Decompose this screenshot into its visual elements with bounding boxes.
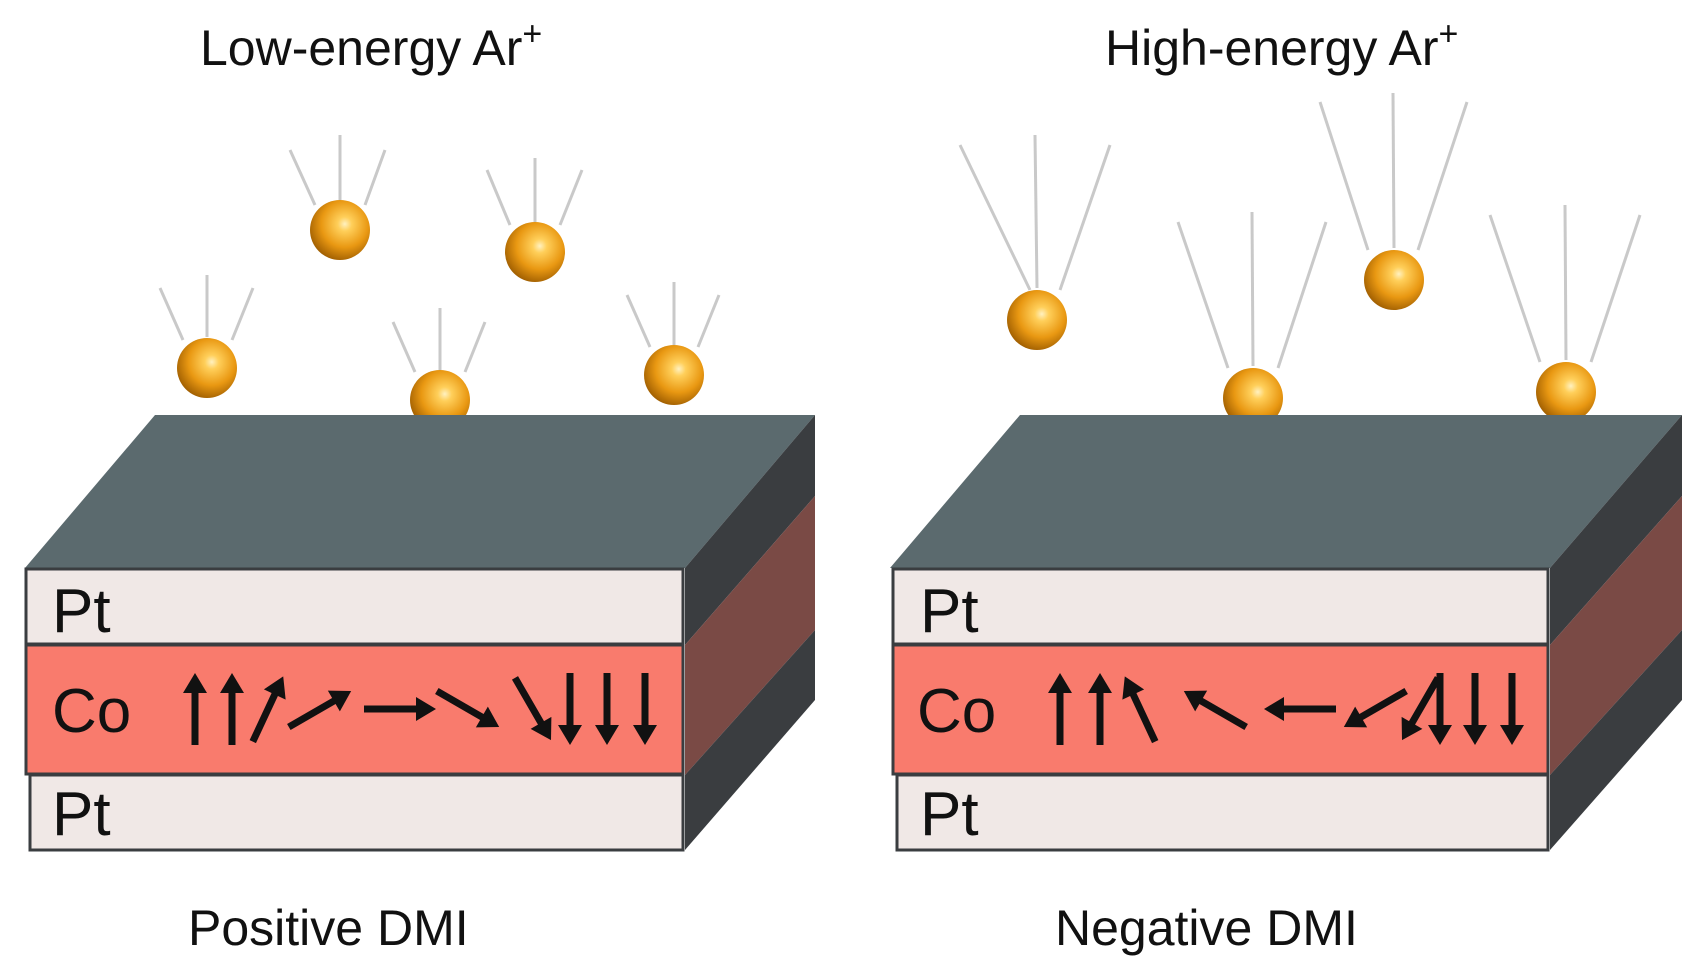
- ion-particle: [391, 308, 487, 430]
- spin-arrow: [633, 673, 657, 745]
- side-face-pt-top: [685, 415, 815, 645]
- side-face-co: [1550, 496, 1682, 775]
- spin-arrow: [364, 697, 436, 721]
- spin-arrow: [183, 673, 207, 745]
- spin-arrow: [249, 676, 286, 744]
- ion-particle: [485, 158, 584, 282]
- pt-bottom-layer: [28, 773, 685, 852]
- panel-caption: Positive DMI: [188, 900, 469, 956]
- ion-particle: [958, 134, 1112, 350]
- spin-arrow: [1500, 673, 1524, 745]
- spin-arrow: [220, 673, 244, 745]
- spin-arrow: [1048, 673, 1072, 745]
- layer-label-pt-bottom: Pt: [920, 780, 979, 849]
- spin-arrow: [1343, 687, 1408, 728]
- side-face-pt-bottom: [1550, 630, 1682, 850]
- side-face-co: [685, 496, 815, 775]
- ion-particle: [1176, 211, 1328, 428]
- spin-arrow: [511, 676, 552, 741]
- panel-title: High-energy Ar+: [1105, 15, 1458, 76]
- side-face-pt-top: [1550, 415, 1682, 645]
- pt-top-layer: [891, 567, 1550, 646]
- spin-arrow: [1264, 697, 1336, 721]
- ion-particle: [1318, 92, 1469, 310]
- spin-arrow: [1122, 676, 1159, 744]
- ion-particle: [288, 135, 387, 260]
- ion-particle: [1488, 204, 1642, 422]
- layer-label-pt-top: Pt: [920, 577, 979, 646]
- pt-top-layer: [24, 567, 685, 646]
- panel-caption: Negative DMI: [1055, 900, 1358, 956]
- panel-low-energy: Low-energy Ar+: [24, 15, 815, 956]
- layer-stack: Pt Co Pt: [890, 415, 1682, 852]
- spin-arrow: [1183, 690, 1248, 731]
- panel-high-energy: High-energy Ar+: [890, 15, 1682, 956]
- spin-arrows: [183, 673, 657, 745]
- ion-group: [158, 135, 721, 430]
- spin-arrow: [1463, 673, 1487, 745]
- ion-particle: [158, 275, 255, 398]
- spin-arrow: [435, 687, 500, 728]
- pt-bottom-layer: [895, 773, 1550, 852]
- panel-title: Low-energy Ar+: [200, 15, 542, 76]
- spin-arrow: [287, 690, 352, 731]
- spin-arrow: [1428, 673, 1452, 745]
- layer-stack: Pt Co Pt: [24, 415, 815, 852]
- spin-arrow: [1401, 676, 1442, 741]
- layer-label-co: Co: [917, 677, 996, 746]
- top-face: [890, 415, 1682, 568]
- spin-arrows: [1048, 673, 1524, 745]
- side-face-pt-bottom: [685, 630, 815, 850]
- spin-arrow: [558, 673, 582, 745]
- layer-label-pt-bottom: Pt: [52, 780, 111, 849]
- layer-label-pt-top: Pt: [52, 577, 111, 646]
- spin-arrow: [595, 673, 619, 745]
- spin-arrow: [1088, 673, 1112, 745]
- ion-particle: [625, 282, 721, 405]
- ion-group: [958, 92, 1642, 428]
- top-face: [25, 415, 815, 568]
- layer-label-co: Co: [52, 677, 131, 746]
